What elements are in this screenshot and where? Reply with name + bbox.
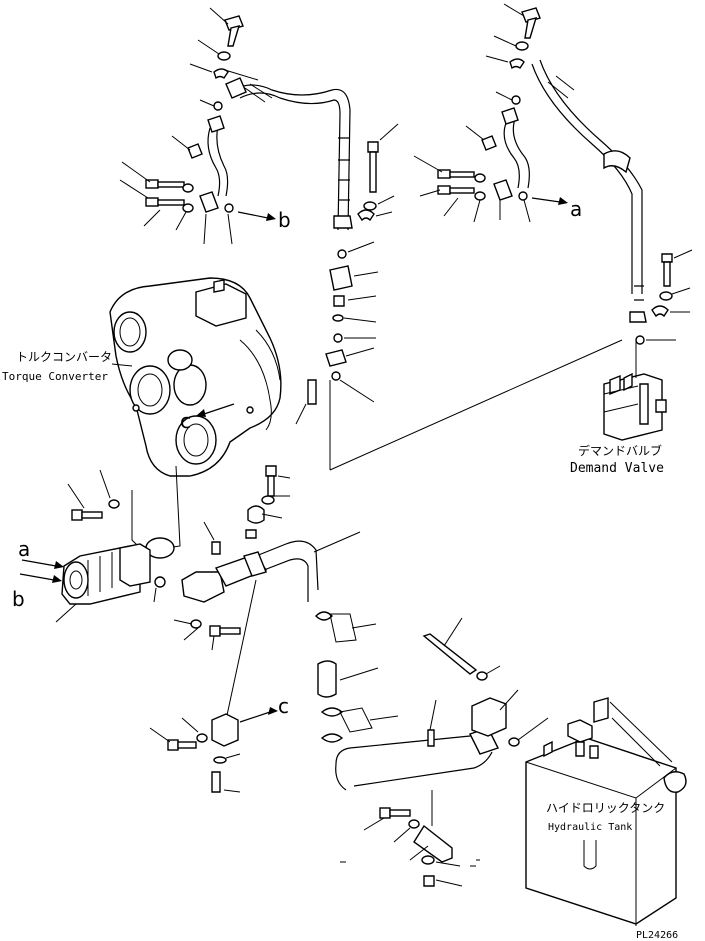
ref-label-a: a xyxy=(18,537,30,561)
clip-icon xyxy=(509,58,525,70)
washer-icon xyxy=(261,495,275,505)
bolt-icon xyxy=(437,169,475,195)
bolt-icon xyxy=(422,633,478,675)
bolt-icon xyxy=(209,625,241,637)
washer-icon xyxy=(196,733,208,743)
bolt-icon xyxy=(379,807,411,819)
suction-pipe-assembly xyxy=(181,465,549,791)
bolt-icon xyxy=(307,379,317,405)
plug-icon xyxy=(427,729,435,747)
demand-valve-en: Demand Valve xyxy=(570,461,664,476)
nut-icon xyxy=(423,875,435,887)
hydraulic-tank-jp: ハイドロリックタンク xyxy=(546,801,665,815)
washer-icon xyxy=(474,173,486,183)
o-ring-icon xyxy=(511,95,521,105)
o-ring-icon xyxy=(224,203,234,213)
bottom-fittings xyxy=(340,790,480,887)
washer-icon xyxy=(408,819,420,829)
o-ring-icon xyxy=(635,335,645,345)
demand-valve-jp: デマンドバルブ xyxy=(578,443,662,458)
ref-label-b: b xyxy=(278,208,291,232)
block-fitting xyxy=(329,265,353,291)
bolt-icon xyxy=(521,7,541,39)
leader-line xyxy=(165,465,181,549)
hose-line xyxy=(231,84,351,231)
bolt-icon xyxy=(167,739,197,751)
clip-icon xyxy=(651,305,669,318)
clip-icon xyxy=(213,68,229,80)
ref-label-a: a xyxy=(570,197,582,221)
plug-icon xyxy=(211,541,221,555)
nipple-icon xyxy=(481,135,497,151)
washer-icon xyxy=(213,756,227,764)
hydraulic-tank-en: Hydraulic Tank xyxy=(548,822,632,833)
washer-icon xyxy=(515,41,529,51)
washer-icon xyxy=(217,51,231,61)
nipple-icon xyxy=(187,143,203,159)
ref-label-b: b xyxy=(12,587,25,611)
upper-left-hose-assembly: b xyxy=(119,7,399,425)
flange-icon xyxy=(325,349,347,367)
drawing-number: PL24266 xyxy=(636,930,678,941)
ref-label-c: c xyxy=(278,694,289,718)
flange-to-converter: c xyxy=(149,579,289,793)
hose-line xyxy=(503,117,520,189)
flange-icon xyxy=(493,179,513,201)
pipe-line xyxy=(335,727,491,765)
torque-converter-en: Torque Converter xyxy=(2,370,108,383)
o-ring-icon xyxy=(337,249,347,259)
bracket-icon xyxy=(413,824,453,863)
clamp-icon xyxy=(315,611,333,621)
ref-label-c: c xyxy=(180,409,191,433)
flange-icon xyxy=(471,697,507,737)
hose-fitting xyxy=(225,77,247,99)
flange-icon xyxy=(247,505,265,524)
clip-icon xyxy=(357,209,375,222)
o-ring-icon xyxy=(154,576,166,588)
leader-line xyxy=(329,339,623,471)
o-ring-icon xyxy=(508,737,520,747)
flange-icon xyxy=(211,713,239,747)
washer-icon xyxy=(476,671,488,681)
hose-line xyxy=(531,63,633,294)
bolt-icon xyxy=(71,509,103,521)
upper-right-hose-assembly: a xyxy=(413,3,693,345)
bolt-icon xyxy=(224,15,244,47)
flange-icon xyxy=(199,191,219,213)
washer-icon xyxy=(421,855,435,865)
washer-icon xyxy=(474,191,486,201)
nipple-icon xyxy=(333,295,345,307)
pipe-line xyxy=(255,540,319,591)
o-ring-icon xyxy=(213,101,223,111)
hose-line xyxy=(207,127,221,197)
flange-icon xyxy=(181,571,225,603)
hydraulic-pump: a b xyxy=(12,537,151,623)
bolt-icon xyxy=(145,179,185,207)
o-ring-icon xyxy=(518,191,528,201)
hydraulic-tank: ハイドロリックタンク Hydraulic Tank xyxy=(525,697,687,926)
torque-converter: c トルクコンバータ Torque Converter xyxy=(2,277,282,477)
o-ring-icon xyxy=(333,333,343,343)
leader-line xyxy=(225,579,257,721)
torque-converter-jp: トルクコンバータ xyxy=(16,350,112,364)
bolt-icon xyxy=(211,771,221,793)
washer-icon xyxy=(108,499,120,509)
clamp-icon xyxy=(320,707,344,717)
clamp-icon xyxy=(320,733,344,743)
bolt-icon xyxy=(369,151,377,193)
washer-icon xyxy=(363,201,377,211)
bolt-icon xyxy=(663,261,671,287)
demand-valve: デマンドバルブ Demand Valve xyxy=(570,372,667,476)
washer-icon xyxy=(182,203,194,213)
washer-icon xyxy=(182,183,194,193)
bolt-icon xyxy=(267,475,275,497)
hose-icon xyxy=(317,660,337,698)
washer-icon xyxy=(659,291,673,301)
washer-icon xyxy=(190,619,202,629)
